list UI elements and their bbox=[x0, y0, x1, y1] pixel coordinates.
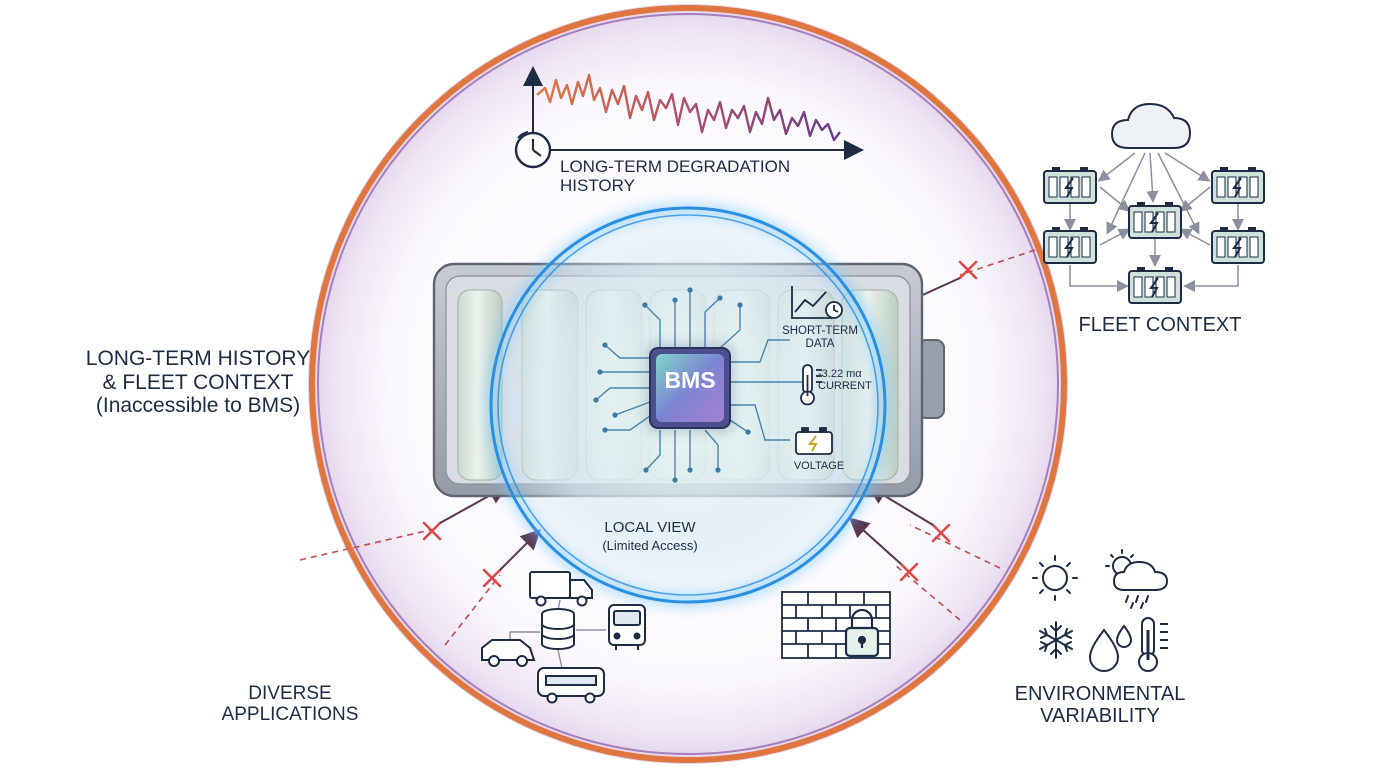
circuit-nodes bbox=[593, 287, 751, 483]
applications-label-line2: APPLICATIONS bbox=[221, 704, 359, 726]
coach-icon bbox=[537, 667, 605, 704]
voltage-label: VOLTAGE bbox=[793, 460, 845, 472]
short-term-line2: DATA bbox=[805, 337, 835, 350]
current-value: -3.22 mα bbox=[818, 368, 862, 380]
blocked-x-marks bbox=[422, 260, 978, 588]
history-label: LONG-TERM DEGRADATION HISTORY bbox=[560, 157, 791, 196]
cloud-icon bbox=[1110, 102, 1192, 149]
blocked-x-fleet bbox=[958, 260, 978, 280]
left-title-line2: & FLEET CONTEXT bbox=[102, 370, 294, 394]
blocked-x-env-2 bbox=[899, 562, 919, 582]
current-label: CURRENT bbox=[818, 380, 872, 393]
blocked-links bbox=[299, 249, 1036, 646]
fleet-context-label: FLEET CONTEXT bbox=[1078, 314, 1242, 336]
left-title: LONG-TERM HISTORY & FLEET CONTEXT (Inacc… bbox=[60, 347, 336, 418]
current-readout: -3.22 mα CURRENT bbox=[818, 368, 888, 393]
sun-icon bbox=[1032, 555, 1078, 601]
left-title-line3: (Inaccessible to BMS) bbox=[95, 394, 301, 418]
bus-icon bbox=[608, 604, 646, 650]
blocked-x-env-1 bbox=[931, 523, 951, 543]
applications-cluster bbox=[481, 571, 646, 704]
degradation-trace bbox=[536, 73, 841, 142]
applications-label-line1: DIVERSE bbox=[248, 683, 332, 704]
degradation-history-chart bbox=[514, 66, 864, 169]
left-title-line1: LONG-TERM HISTORY bbox=[85, 347, 311, 370]
battery-icon bbox=[795, 427, 833, 455]
battery-module-icon bbox=[1128, 267, 1182, 304]
bms-label: BMS bbox=[664, 367, 716, 393]
environment-label-line2: VARIABILITY bbox=[1040, 705, 1160, 728]
blocked-x-history bbox=[422, 521, 442, 541]
chart-clock-icon bbox=[791, 286, 843, 319]
truck-icon bbox=[529, 571, 593, 607]
applications-label: DIVERSE APPLICATIONS bbox=[215, 683, 365, 726]
local-view-subtitle: (Limited Access) bbox=[602, 537, 698, 553]
clock-icon bbox=[514, 131, 552, 169]
water-drops-icon bbox=[1088, 624, 1133, 672]
circuit-traces bbox=[595, 290, 805, 480]
blocked-x-apps bbox=[482, 568, 502, 588]
environment-label-line1: ENVIRONMENTAL bbox=[1014, 683, 1186, 705]
local-view-title: LOCAL VIEW bbox=[604, 519, 696, 536]
sun-cloud-rain-icon bbox=[1105, 549, 1169, 609]
local-view-label: LOCAL VIEW (Limited Access) bbox=[560, 519, 740, 553]
snowflake-icon bbox=[1039, 621, 1073, 659]
battery-module-icon bbox=[1211, 227, 1265, 264]
chip-icon bbox=[646, 344, 734, 432]
database-icon bbox=[541, 608, 575, 650]
battery-module-icon bbox=[1211, 167, 1265, 204]
short-term-line1: SHORT-TERM bbox=[782, 325, 858, 337]
environment-label: ENVIRONMENTAL VARIABILITY bbox=[1000, 683, 1200, 728]
battery-module-icon bbox=[1043, 227, 1097, 264]
temperature-icon bbox=[1138, 617, 1168, 672]
thermometer-icon bbox=[800, 364, 822, 406]
short-term-data-label: SHORT-TERM DATA bbox=[770, 325, 870, 351]
battery-module-icon bbox=[1043, 167, 1097, 204]
lock-icon bbox=[844, 608, 880, 658]
fleet-network bbox=[1064, 102, 1244, 292]
battery-module-icon bbox=[1128, 202, 1182, 239]
car-icon bbox=[481, 639, 536, 667]
